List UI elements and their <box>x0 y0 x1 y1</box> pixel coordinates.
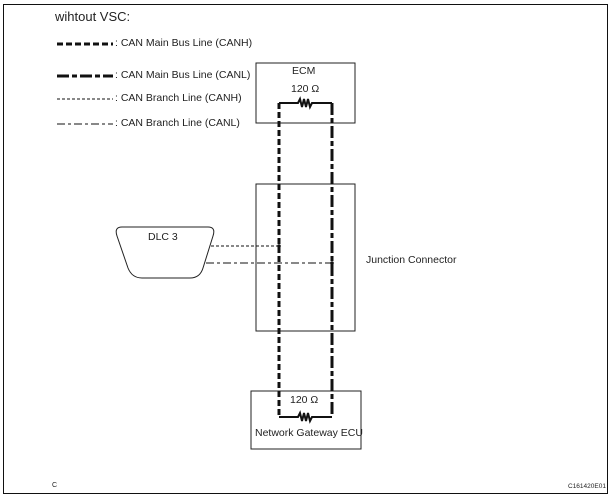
canh-junction-dot <box>277 244 281 248</box>
diagram-frame <box>3 4 608 494</box>
gateway-resistor-label: 120 Ω <box>290 394 319 406</box>
gateway-label: Network Gateway ECU <box>255 427 363 439</box>
ecm-resistor-label: 120 Ω <box>291 83 320 95</box>
gateway-box <box>250 390 362 450</box>
footer-left: C <box>52 482 58 489</box>
diagram-title: wihtout VSC: <box>55 9 131 24</box>
junction-connector-box <box>255 183 356 332</box>
legend-label-canl-main: : CAN Main Bus Line (CANL) <box>115 69 251 81</box>
dlc3-connector <box>115 226 215 279</box>
legend-label-canl-branch: : CAN Branch Line (CANL) <box>115 117 240 129</box>
ecm-resistor <box>279 96 332 110</box>
ecm-box <box>255 62 356 124</box>
figure-code: C161420E01 <box>568 483 606 490</box>
legend-label-canh-main: : CAN Main Bus Line (CANH) <box>115 37 253 49</box>
ecm-label: ECM <box>292 65 316 77</box>
junction-connector-label: Junction Connector <box>366 254 457 266</box>
legend-label-canh-branch: : CAN Branch Line (CANH) <box>115 92 242 104</box>
gateway-resistor <box>279 410 332 424</box>
canl-junction-dot <box>330 261 334 265</box>
dlc3-label: DLC 3 <box>148 231 178 243</box>
